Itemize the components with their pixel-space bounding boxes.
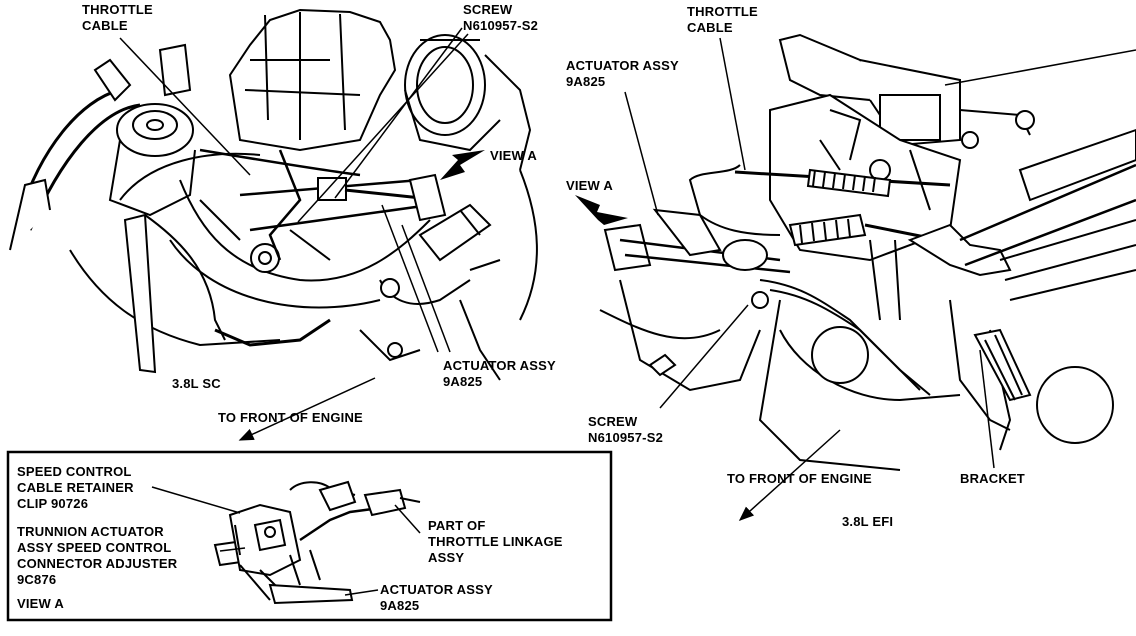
- left-front-arrow: [238, 377, 376, 441]
- label-left-front: TO FRONT OF ENGINE: [218, 410, 363, 425]
- right-leader-lines: [624, 37, 995, 469]
- label-line: THROTTLE: [82, 2, 153, 17]
- inset-leader-lines: [151, 486, 421, 596]
- label-line: ACTUATOR ASSY: [566, 58, 679, 73]
- label-line: 9A825: [566, 74, 606, 89]
- label-line: THROTTLE LINKAGE: [428, 534, 563, 549]
- label-line: CABLE: [82, 18, 128, 33]
- inset-view-a-frame: [6, 450, 613, 622]
- label-inset-trunnion: TRUNNION ACTUATOR ASSY SPEED CONTROL CON…: [17, 524, 177, 588]
- label-inset-view: VIEW A: [17, 596, 64, 611]
- label-line: 9A825: [380, 598, 420, 613]
- label-line: CABLE RETAINER: [17, 480, 134, 495]
- label-line: SCREW: [463, 2, 513, 17]
- label-inset-actuator: ACTUATOR ASSY 9A825: [380, 582, 493, 614]
- label-line: ASSY SPEED CONTROL: [17, 540, 172, 555]
- label-line: ACTUATOR ASSY: [443, 358, 556, 373]
- label-line: CLIP 90726: [17, 496, 89, 511]
- label-left-throttle-cable: THROTTLE CABLE: [82, 2, 153, 34]
- label-line: N610957-S2: [588, 430, 663, 445]
- label-right-actuator: ACTUATOR ASSY 9A825: [566, 58, 679, 90]
- label-right-throttle-cable: THROTTLE CABLE: [687, 4, 758, 36]
- right-front-arrow: [738, 429, 841, 522]
- right-engine-drawing: [599, 33, 1136, 471]
- label-line: CABLE: [687, 20, 733, 35]
- left-leader-lines: [119, 27, 469, 353]
- label-line: N610957-S2: [463, 18, 538, 33]
- label-line: CONNECTOR ADJUSTER: [17, 556, 178, 571]
- label-line: THROTTLE: [687, 4, 758, 19]
- label-right-front: TO FRONT OF ENGINE: [727, 471, 872, 486]
- left-engine-drawing: [9, 8, 538, 381]
- label-right-bracket: BRACKET: [960, 471, 1025, 486]
- label-inset-linkage: PART OF THROTTLE LINKAGE ASSY: [428, 518, 563, 566]
- label-line: SCREW: [588, 414, 638, 429]
- label-line: ACTUATOR ASSY: [380, 582, 493, 597]
- left-view-a-arrow: [440, 150, 485, 180]
- inset-drawing: [213, 480, 421, 605]
- label-right-engine: 3.8L EFI: [842, 514, 894, 529]
- label-inset-retainer: SPEED CONTROL CABLE RETAINER CLIP 90726: [17, 464, 134, 512]
- label-line: 9C876: [17, 572, 57, 587]
- label-line: ASSY: [428, 550, 465, 565]
- label-line: 9A825: [443, 374, 483, 389]
- label-right-screw: SCREW N610957-S2: [588, 414, 663, 446]
- label-left-engine: 3.8L SC: [172, 376, 221, 391]
- label-left-actuator: ACTUATOR ASSY 9A825: [443, 358, 556, 390]
- label-line: TRUNNION ACTUATOR: [17, 524, 164, 539]
- right-view-a-arrow: [575, 195, 628, 225]
- label-left-view-a: VIEW A: [490, 148, 537, 163]
- label-right-view-a: VIEW A: [566, 178, 613, 193]
- label-line: SPEED CONTROL: [17, 464, 132, 479]
- label-left-screw: SCREW N610957-S2: [463, 2, 538, 34]
- label-line: PART OF: [428, 518, 486, 533]
